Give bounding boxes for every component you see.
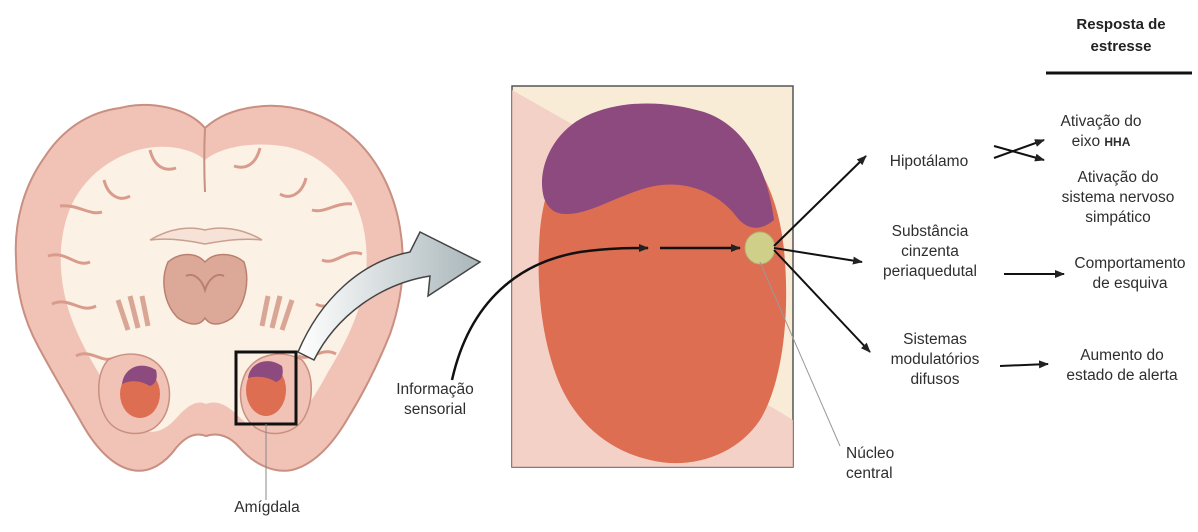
hha-line-1: Ativação do — [1046, 112, 1156, 132]
informacao-line-1: Informação — [392, 380, 478, 400]
sistemas-modulatorios-label: Sistemas modulatórios difusos — [878, 330, 992, 390]
hipotalamo-label: Hipotálamo — [876, 152, 982, 172]
sistemas-line-1: Sistemas — [878, 330, 992, 350]
amigdala-label: Amígdala — [232, 498, 302, 518]
simp-line-1: Ativação do — [1050, 168, 1186, 188]
nucleo-line-2: central — [846, 464, 906, 484]
simp-line-3: simpático — [1050, 208, 1186, 228]
hha-prefix: eixo — [1072, 133, 1100, 150]
response-simpatico: Ativação do sistema nervoso simpático — [1050, 168, 1186, 228]
amygdala-inset — [512, 86, 793, 467]
response-header: Resposta de estresse — [1058, 14, 1184, 58]
sistemas-line-3: difusos — [878, 370, 992, 390]
header-line-1: Resposta de — [1058, 14, 1184, 36]
nucleo-central-label: Núcleo central — [846, 444, 906, 484]
response-alerta: Aumento do estado de alerta — [1052, 346, 1192, 386]
alerta-line-1: Aumento do — [1052, 346, 1192, 366]
response-esquiva: Comportamento de esquiva — [1066, 254, 1194, 294]
simp-line-2: sistema nervoso — [1050, 188, 1186, 208]
substancia-line-2: cinzenta — [872, 242, 988, 262]
response-hha: Ativação do eixo HHA — [1046, 112, 1156, 152]
substancia-cinzenta-label: Substância cinzenta periaquedutal — [872, 222, 988, 282]
esquiva-line-1: Comportamento — [1066, 254, 1194, 274]
nucleo-line-1: Núcleo — [846, 444, 906, 464]
informacao-sensorial-label: Informação sensorial — [392, 380, 478, 420]
longitudinal-fissure — [204, 128, 205, 192]
central-nucleus — [745, 232, 775, 264]
substancia-line-3: periaquedutal — [872, 262, 988, 282]
hha-line-2: eixo HHA — [1046, 132, 1156, 152]
esquiva-line-2: de esquiva — [1066, 274, 1194, 294]
hha-abbr: HHA — [1104, 135, 1130, 149]
sistemas-line-2: modulatórios — [878, 350, 992, 370]
informacao-line-2: sensorial — [392, 400, 478, 420]
alerta-line-2: estado de alerta — [1052, 366, 1192, 386]
header-line-2: estresse — [1058, 36, 1184, 58]
substancia-line-1: Substância — [872, 222, 988, 242]
